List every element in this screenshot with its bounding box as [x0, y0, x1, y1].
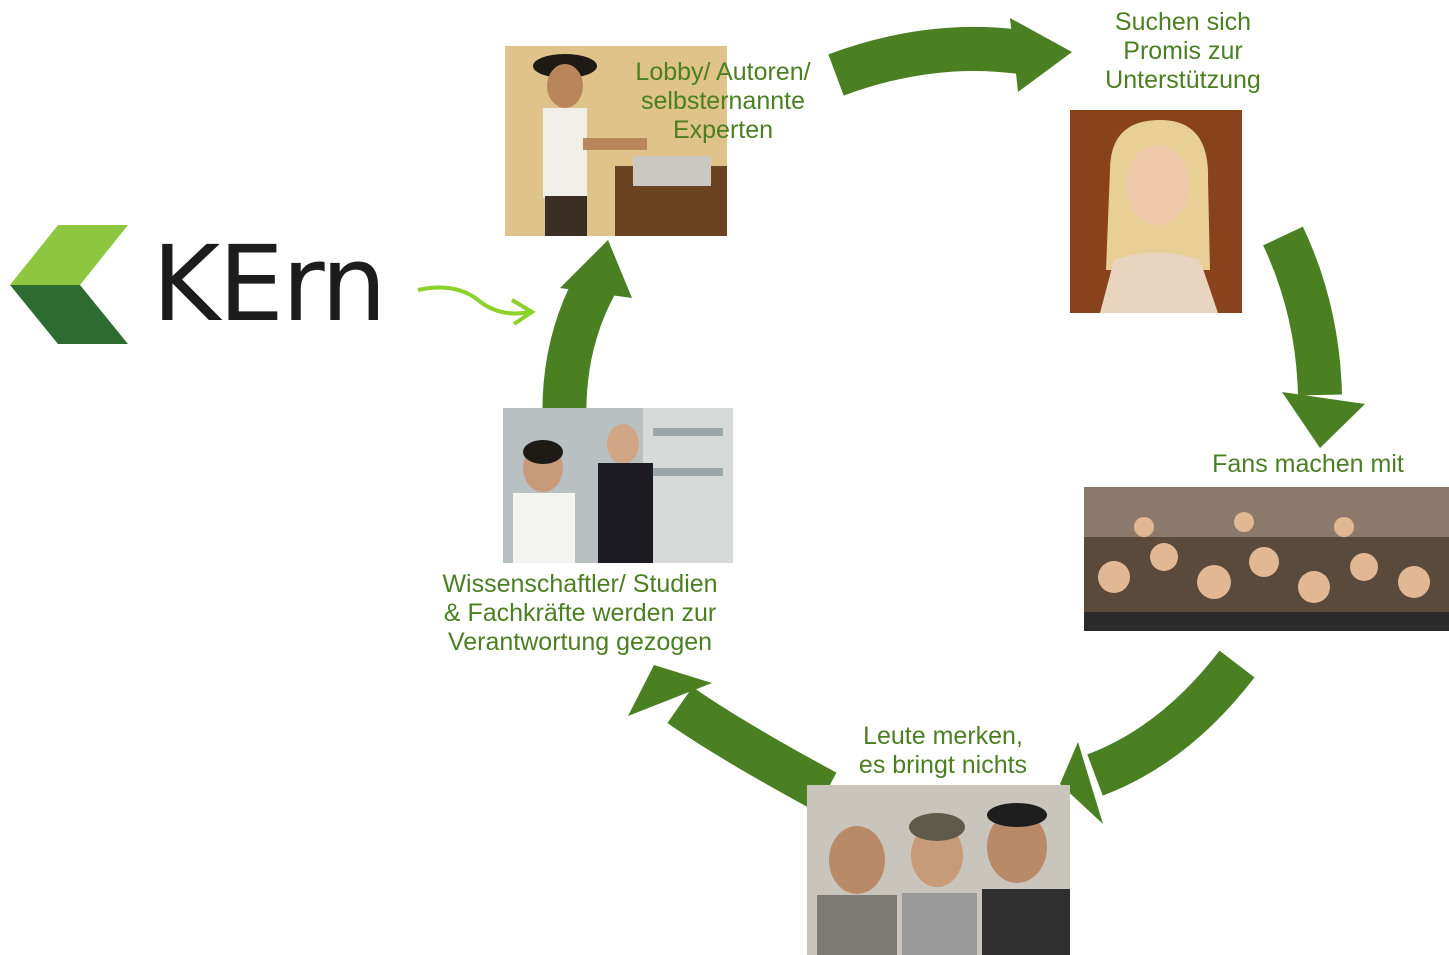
step-leute-label: Leute merken, es bringt nichts: [858, 722, 1028, 779]
kern-logo-text: KErn: [152, 223, 387, 345]
cheering-crowd-image: [1084, 487, 1449, 631]
celebrity-portrait-image: [1070, 110, 1242, 313]
arrow-to-leute: [1060, 650, 1255, 824]
arrow-to-promis: [828, 18, 1072, 96]
step-fans-label: Fans machen mit: [1212, 450, 1404, 478]
step-promis-label: Suchen sich Promis zur Unterstützung: [1105, 8, 1261, 94]
disappointed-men-image: [807, 785, 1070, 955]
kern-logo-mark: [10, 225, 128, 344]
scientists-in-lab-image: [503, 408, 733, 563]
arrow-to-wissenschaftler: [628, 665, 837, 812]
man-at-typewriter-image: [505, 46, 727, 236]
step-lobby-label: Lobby/ Autoren/ selbsternannte Experten: [635, 58, 811, 144]
arrow-to-lobby: [542, 240, 632, 434]
step-wissenschaftler-label: Wissenschaftler/ Studien & Fachkräfte we…: [442, 570, 718, 656]
logo-pointer-arrow: [417, 285, 536, 326]
arrow-to-fans: [1263, 226, 1365, 448]
